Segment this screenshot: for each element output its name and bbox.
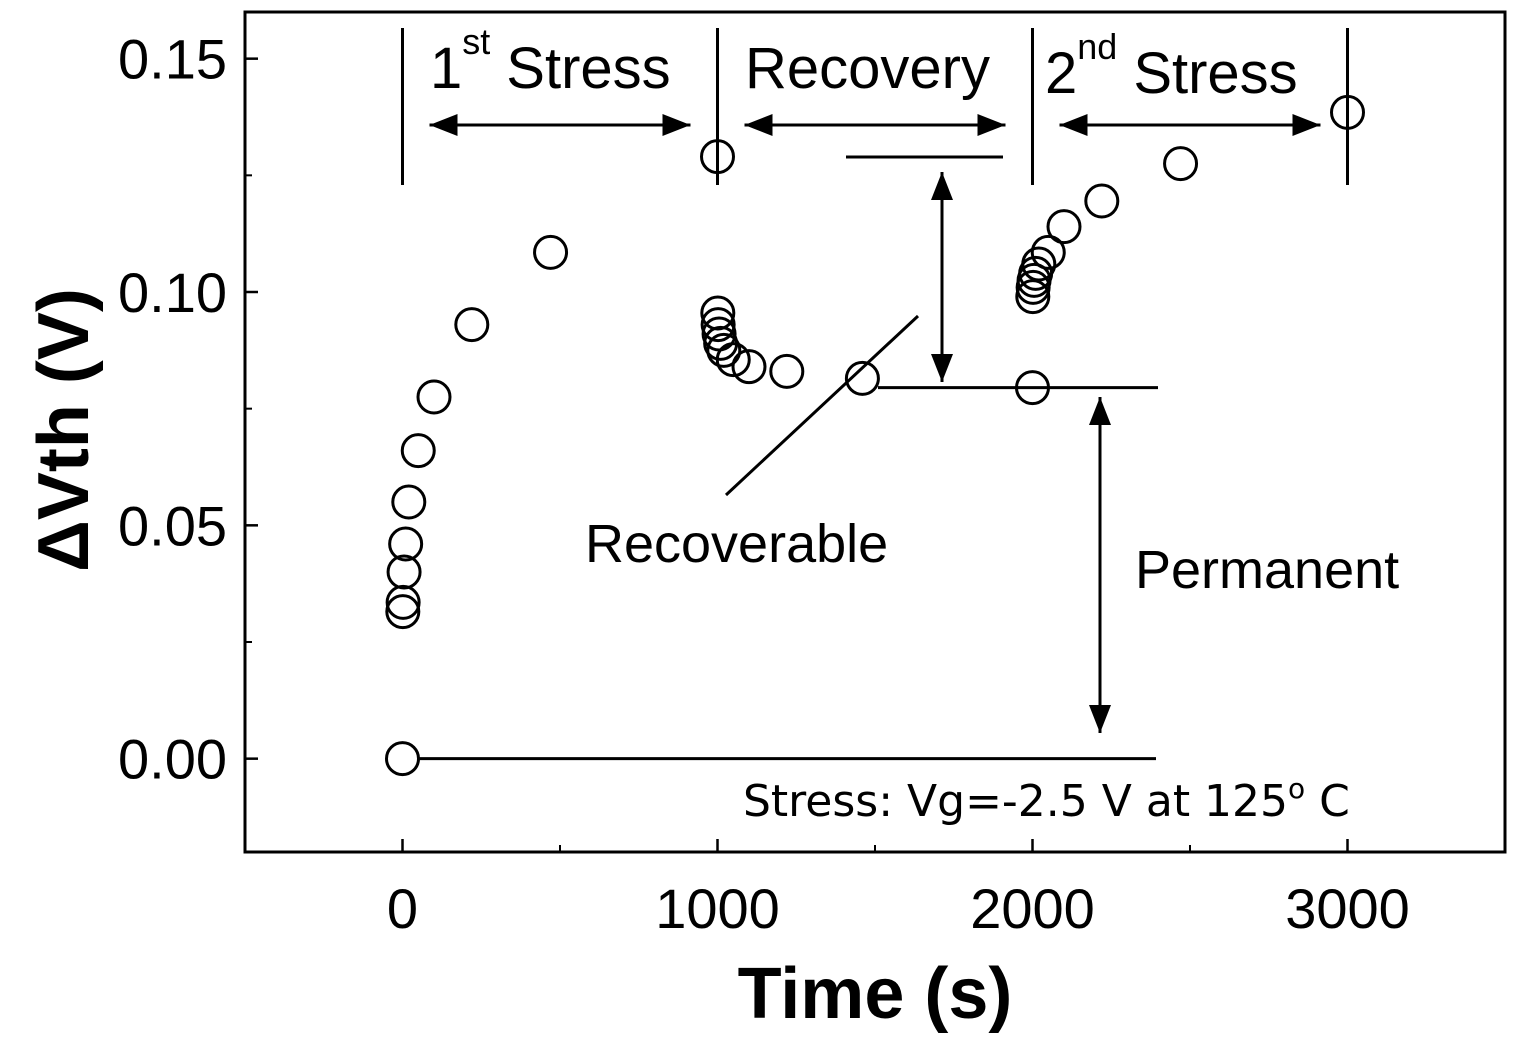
y-tick-label: 0.00 [118,728,227,791]
data-point [533,234,569,270]
y-tick-label: 0.05 [118,494,227,557]
data-point [385,741,420,777]
annotation-lines [418,114,1321,761]
x-tick-label: 0 [387,877,418,940]
phase-arrow-head [1059,114,1088,136]
data-point [1084,183,1120,219]
data-point [1015,279,1051,315]
y-tick-label: 0.15 [118,28,227,91]
permanent-arrow-head [1089,397,1111,425]
x-tick-label: 1000 [655,877,780,940]
phase-arrow-head [1292,114,1321,136]
data-point [731,349,767,385]
data-point [769,353,805,389]
data-points [385,94,1365,777]
y-axis-title: ΔVth (V) [24,288,104,572]
data-point [388,526,424,562]
phase-arrow-head [429,114,458,136]
data-point [715,342,751,378]
phase-arrow-head [977,114,1006,136]
data-point [1021,246,1057,282]
x-tick-label: 2000 [970,877,1095,940]
data-point [416,379,452,415]
data-point [385,584,421,620]
x-axis-title: Time (s) [738,954,1013,1034]
phase-arrow-head [744,114,773,136]
stress-condition-label: Stress: Vg=-2.5 V at 125o C [743,772,1350,827]
data-point [844,360,880,396]
data-point [400,433,436,469]
recoverable-leader-line [724,314,920,497]
phase-arrow-head [662,114,691,136]
data-point [385,594,421,630]
permanent-label: Permanent [1135,540,1399,600]
data-point [700,307,736,343]
data-point [391,484,427,520]
y-tick-label: 0.10 [118,261,227,324]
y-axis-ticks: 0.00 0.05 0.10 0.15 [118,28,258,791]
data-point [1046,209,1082,245]
recoverable-arrow-head [931,172,953,200]
x-axis-ticks: 0 1000 2000 3000 [387,839,1410,940]
data-point [386,554,422,590]
data-point [1030,234,1066,270]
phase-label: Recovery [745,36,990,101]
data-point [700,139,735,175]
data-point [1163,146,1199,182]
data-point [706,332,742,368]
data-point [1330,94,1365,130]
permanent-arrow-head [1089,705,1111,733]
plot-frame [243,10,1507,854]
x-tick-label: 3000 [1285,877,1410,940]
data-point [1015,370,1050,406]
recoverable-arrow-head [931,354,953,382]
phase-boundaries [401,28,1349,185]
recoverable-label: Recoverable [585,514,888,574]
data-point [454,307,490,343]
